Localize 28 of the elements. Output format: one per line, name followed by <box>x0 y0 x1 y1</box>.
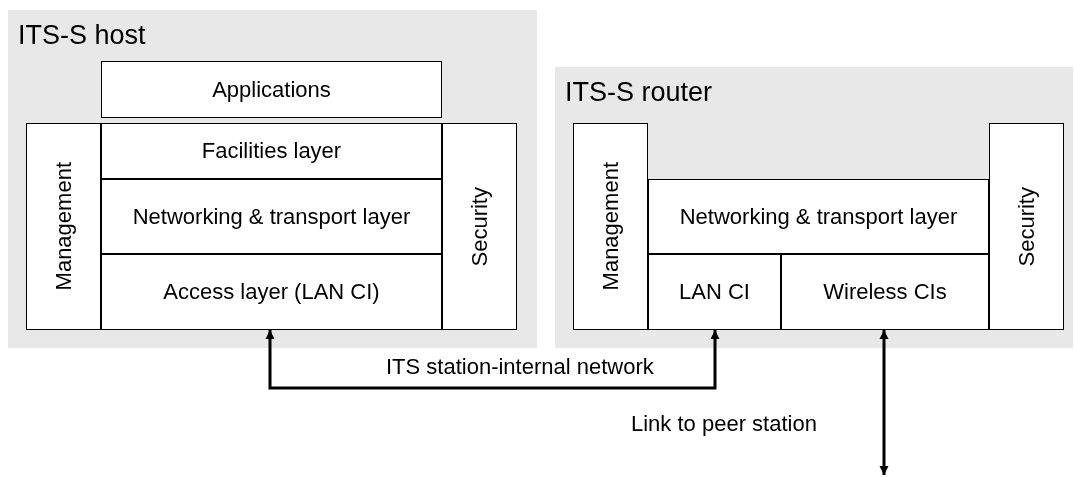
station-panel <box>8 10 537 348</box>
layer-box <box>101 254 442 330</box>
layer-label: Wireless CIs <box>823 279 947 305</box>
layer-box <box>101 179 442 254</box>
layer-box <box>101 123 442 179</box>
layer-label: Security <box>466 186 493 267</box>
layer-box <box>442 123 517 330</box>
station-panel <box>555 67 1073 348</box>
layer-label: LAN CI <box>679 279 750 305</box>
panel-title: ITS-S host <box>18 20 146 51</box>
layer-label: Networking & transport layer <box>679 203 958 230</box>
layer-label: Applications <box>212 76 331 103</box>
layer-box <box>101 61 442 118</box>
connector-arrow <box>265 329 720 390</box>
layer-box <box>648 254 781 330</box>
layer-box <box>648 179 989 254</box>
layer-box <box>573 123 648 330</box>
layer-box <box>781 254 989 330</box>
layer-label: Access layer (LAN CI) <box>163 279 380 305</box>
layer-label: Management <box>597 162 624 291</box>
panel-title: ITS-S router <box>565 77 713 108</box>
layer-box <box>26 123 101 330</box>
layer-box <box>989 123 1064 330</box>
layer-label: Facilities layer <box>201 138 342 164</box>
layer-label: Management <box>50 162 77 291</box>
connector-arrow <box>879 329 889 476</box>
layer-label: Networking & transport layer <box>132 203 411 230</box>
layer-label: Security <box>1013 186 1040 267</box>
